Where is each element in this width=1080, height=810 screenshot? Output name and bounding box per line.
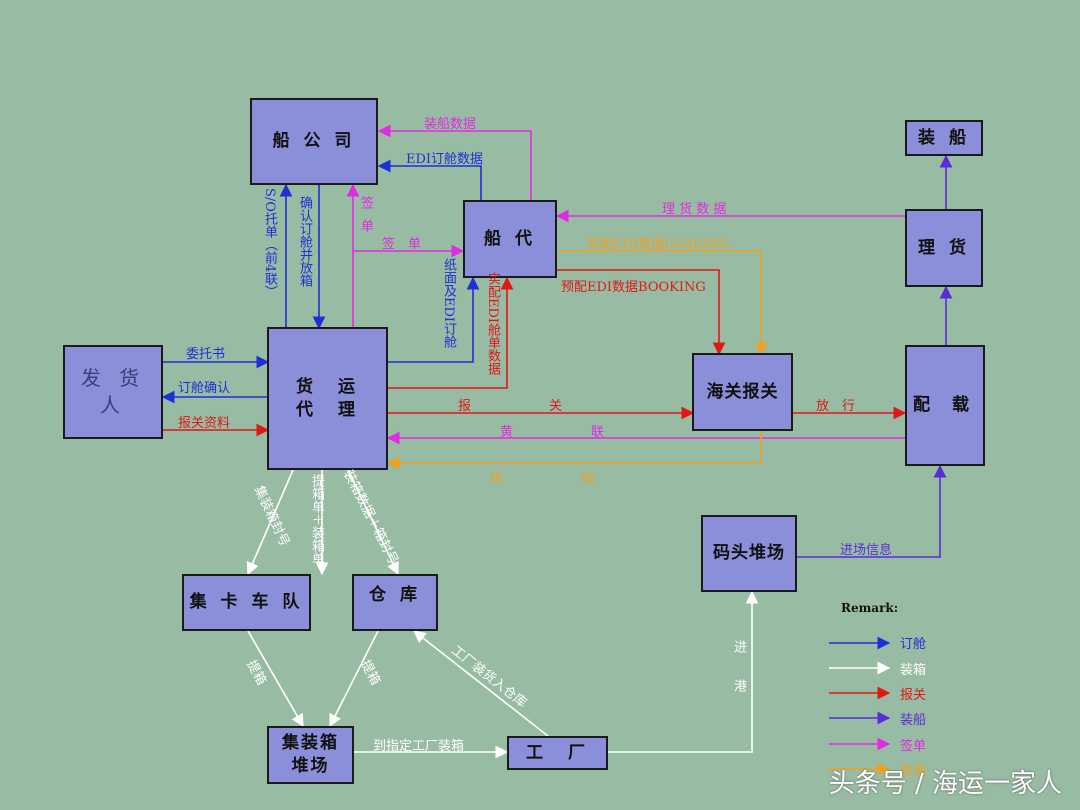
arrow-actual-bill: [388, 276, 514, 389]
label-entrust: 委托书: [186, 347, 226, 362]
label-enter-port: 进 港: [731, 640, 746, 692]
node-stowage: 配 载: [905, 345, 985, 466]
label-yellow-copy: 黄 联: [500, 425, 605, 440]
label-to-factory: 到指定工厂装箱: [373, 739, 465, 754]
label-pickup-packing: 提箱单＋装箱单: [309, 474, 324, 565]
label-booking-confirm: 订舱确认: [178, 381, 231, 396]
node-factory: 工 厂: [507, 736, 608, 770]
node-shipping-company: 船 公 司: [250, 98, 378, 185]
label-sign-off: 核 销: [490, 472, 595, 487]
legend-label-booking: 订舱: [900, 637, 927, 652]
legend-label-loading: 装船: [900, 713, 927, 728]
arrow-pre-edi-booking: [557, 269, 726, 356]
label-edi-booking: EDI订舱数据: [406, 152, 484, 167]
label-actual-bill: 实配EDI舱单数据: [485, 272, 500, 376]
label-paper-edi: 纸面及EDI订舱: [441, 258, 456, 349]
legend-label-packing: 装箱: [900, 663, 927, 678]
node-truck-fleet: 集 卡 车 队: [182, 574, 311, 631]
arrow-factory-warehouse: [412, 630, 549, 737]
node-loading: 装 船: [905, 120, 983, 156]
label-so-booking: S/O托单（前4联）: [262, 188, 277, 299]
arrow-packing-data: [347, 469, 399, 576]
label-actual-edi-loading: 实配EDI数据LOADING: [587, 237, 731, 252]
arrow-actual-edi-loading: [557, 250, 768, 356]
arrow-paper-edi: [388, 276, 480, 363]
arrow-yard-info: [797, 464, 947, 558]
remark-title: Remark:: [841, 601, 899, 615]
node-forwarder: 货 运 代 理: [267, 327, 388, 470]
label-confirm-booking: 确认订舱并放箱: [297, 196, 312, 287]
node-customs: 海关报关: [692, 353, 793, 431]
node-warehouse: 仓 库: [352, 574, 438, 631]
label-declare: 报 关: [458, 399, 563, 414]
node-ship-agent: 船 代: [463, 200, 557, 278]
arrow-container-seal: [246, 469, 294, 576]
legend-label-signing: 签单: [900, 739, 927, 754]
label-pre-edi-booking: 预配EDI数据BOOKING: [561, 280, 706, 295]
arrow-pickup-left: [247, 630, 304, 728]
legend-label-verification: 核销: [900, 764, 927, 779]
arrow-edi-booking: [377, 159, 482, 201]
label-signed-bill-v: 签单: [358, 196, 373, 242]
watermark: 头条号 / 海运一家人: [828, 769, 1062, 799]
node-shipper: 发 货 人: [63, 345, 163, 439]
arrow-enter-port: [608, 590, 759, 753]
legend-label-customs: 报关: [900, 688, 927, 703]
label-loading-data: 装船数据: [424, 117, 477, 132]
node-container-yard: 集装箱 堆场: [267, 726, 354, 784]
label-tally-data: 理 货 数 据: [662, 202, 727, 217]
node-tally: 理 货: [905, 209, 983, 287]
arrow-loading-data: [377, 124, 532, 201]
node-terminal-yard: 码头堆场: [701, 515, 797, 592]
label-release: 放 行: [816, 399, 856, 414]
label-customs-docs: 报关资料: [178, 416, 231, 431]
arrow-pickup-right: [329, 630, 379, 728]
label-signed-bill-h: 签 单: [382, 237, 422, 252]
arrow-sign-off: [386, 431, 762, 470]
label-yard-info: 进场信息: [840, 543, 893, 558]
